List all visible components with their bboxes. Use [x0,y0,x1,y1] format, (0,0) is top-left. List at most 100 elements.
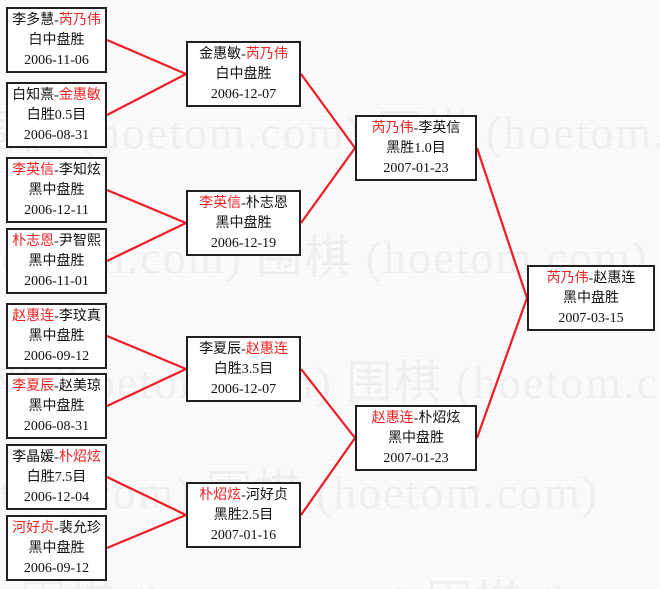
player-separator: - [241,342,246,357]
match-date: 2007-01-23 [383,450,449,466]
match-date: 2006-12-04 [23,489,90,505]
player-separator: - [588,271,594,286]
player-right: 芮乃伟 [58,13,101,28]
match-date: 2006-08-31 [23,418,90,434]
match-date: 2006-12-11 [24,202,89,218]
match-date: 2006-12-07 [210,86,277,102]
watermark-text: 围棋 (hoetom.com) 围棋 (hoetom.com) [20,580,660,589]
player-right: 朴炤炫 [418,411,461,426]
match-result: 黑胜1.0目 [386,140,446,156]
match-date: 2007-01-23 [383,160,449,176]
player-left: 金惠敏 [199,47,242,62]
match-date: 2006-11-06 [24,52,89,68]
player-separator: - [54,521,59,536]
player-separator: - [54,88,59,103]
match-result: 黑中盘胜 [28,253,85,269]
player-left: 赵惠连 [371,411,414,426]
player-left: 李夏辰 [12,379,55,394]
player-right: 赵美琼 [58,379,101,394]
match-players: 李夏辰-赵美琼 [8,377,105,397]
player-right: 朴志恩 [245,196,288,211]
match-result: 白胜3.5目 [213,361,274,377]
player-right: 赵惠连 [245,342,288,357]
match-box[interactable]: 河好贞-裴允珍黑中盘胜 2006-09-12 [6,515,107,581]
match-box[interactable]: 赵惠连-朴炤炫黑中盘胜 2007-01-23 [355,405,477,471]
player-separator: - [241,488,246,503]
match-date: 2006-12-07 [210,381,277,397]
match-players: 朴志恩-尹智熙 [8,232,105,252]
match-result: 黑中盘胜 [28,398,85,414]
player-left: 白知熹 [12,88,55,103]
match-result: 白中盘胜 [28,32,85,48]
player-right: 李知炫 [58,163,101,178]
player-left: 李晶媛 [12,450,55,465]
match-players: 朴炤炫-河好贞 [188,486,299,506]
match-date: 2006-09-12 [23,348,90,364]
player-separator: - [413,121,419,136]
player-right: 朴炤炫 [58,450,101,465]
match-result: 白中盘胜 [215,66,272,82]
match-players: 河好贞-裴允珍 [8,519,105,539]
player-separator: - [54,163,59,178]
player-right: 芮乃伟 [245,47,288,62]
match-box[interactable]: 朴志恩-尹智熙黑中盘胜 2006-11-01 [6,228,107,294]
player-left: 朴炤炫 [199,488,242,503]
match-players: 芮乃伟-李英信 [357,119,475,139]
player-separator: - [54,13,59,28]
player-left: 芮乃伟 [546,271,589,286]
match-date: 2007-03-15 [558,310,624,326]
player-separator: - [54,309,59,324]
match-result: 黑中盘胜 [388,430,444,446]
player-left: 河好贞 [12,521,55,536]
match-result: 白胜0.5目 [26,107,87,123]
player-left: 李夏辰 [199,342,242,357]
player-separator: - [54,450,59,465]
player-right: 李英信 [418,121,461,136]
match-date: 2006-09-12 [23,560,90,576]
match-result: 黑中盘胜 [215,215,272,231]
player-left: 赵惠连 [12,309,55,324]
player-left: 李英信 [199,196,242,211]
player-left: 朴志恩 [12,234,55,249]
player-right: 河好贞 [245,488,288,503]
match-players: 赵惠连-朴炤炫 [357,409,475,429]
match-result: 白胜7.5目 [26,469,87,485]
match-players: 金惠敏-芮乃伟 [188,45,299,65]
match-players: 李多慧-芮乃伟 [8,11,105,31]
player-separator: - [54,234,59,249]
match-box[interactable]: 芮乃伟-李英信黑胜1.0目 2007-01-23 [355,115,477,181]
player-separator: - [54,379,59,394]
match-players: 李夏辰-赵惠连 [188,340,299,360]
match-date: 2007-01-16 [210,527,277,543]
player-left: 李多慧 [12,13,55,28]
player-right: 李玟真 [58,309,101,324]
match-result: 黑中盘胜 [28,540,85,556]
match-result: 黑中盘胜 [28,328,85,344]
match-date: 2006-12-19 [210,235,277,251]
match-date: 2006-11-01 [24,273,89,289]
match-players: 白知熹-金惠敏 [8,86,105,106]
match-players: 芮乃伟-赵惠连 [529,269,653,289]
match-players: 赵惠连-李玟真 [8,307,105,327]
player-left: 李英信 [12,163,55,178]
match-players: 李英信-朴志恩 [188,194,299,214]
match-players: 李晶媛-朴炤炫 [8,448,105,468]
match-date: 2006-08-31 [23,127,90,143]
player-separator: - [241,47,246,62]
player-right: 赵惠连 [593,271,636,286]
player-separator: - [241,196,246,211]
match-result: 黑中盘胜 [563,290,619,306]
match-result: 黑中盘胜 [28,182,85,198]
player-right: 金惠敏 [58,88,101,103]
match-box[interactable]: 李英信-李知炫黑中盘胜 2006-12-11 [6,157,107,223]
